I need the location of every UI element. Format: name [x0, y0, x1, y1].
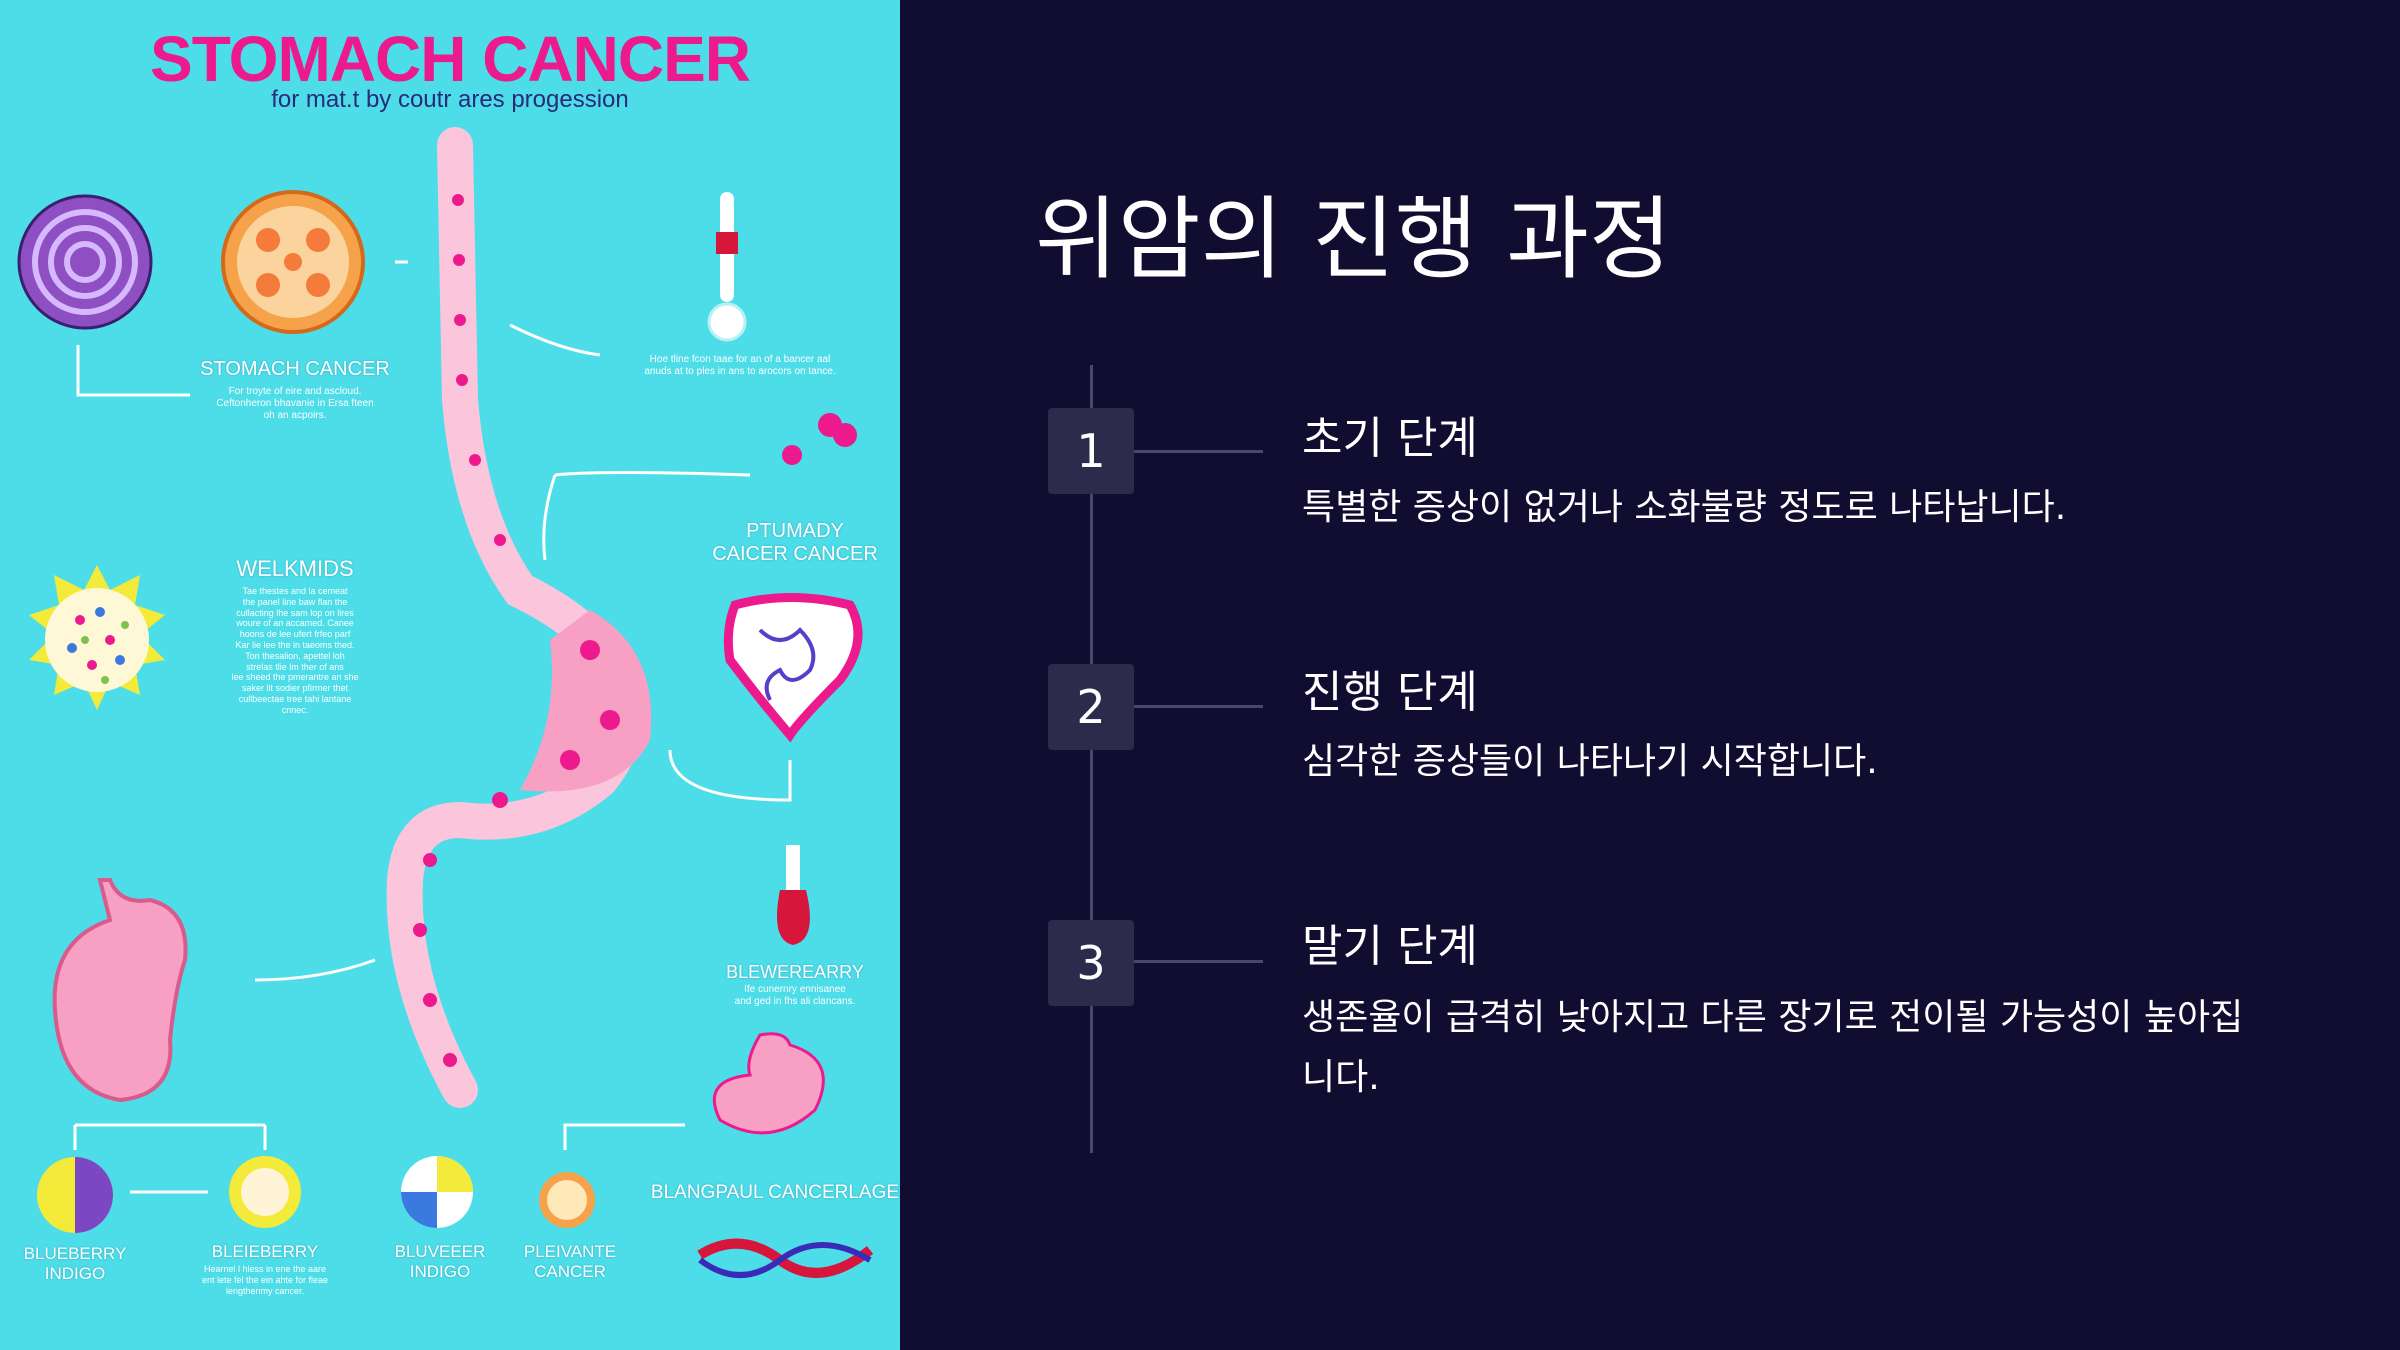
intestine-icon	[723, 593, 863, 743]
stage-1-title: 초기 단계	[1302, 413, 1478, 464]
stage-1-badge: 1	[1048, 408, 1134, 494]
label-welkmids: WELKMIDS	[236, 556, 354, 581]
stage-2-title: 진행 단계	[1302, 667, 1478, 718]
esophagus-stomach-icon	[386, 127, 652, 1108]
slide-title: 위암의 진행 과정	[1035, 187, 1672, 292]
caption-bleieberry: Hearnel l hless in ene the aare ent lete…	[201, 1264, 329, 1296]
dna-strand-icon	[697, 1238, 874, 1278]
label-blueberry-indigo: BLUEBERRY INDIGO	[23, 1244, 127, 1283]
infographic-illustration	[17, 127, 874, 1278]
label-bleieberry: BLEIEBERRY	[211, 1242, 319, 1261]
stage-3-description: 생존율이 급격히 낮아지고 다른 장기로 전이될 가능성이 높아집니다.	[1302, 997, 2244, 1098]
blueberry-half-icon	[37, 1157, 113, 1233]
caption-stomach-cancer: For troyte of eire and ascloud. Ceftonhe…	[216, 386, 374, 421]
caption-top-right: Hoe tline fcon taae for an of a bancer a…	[644, 354, 836, 377]
flask-icon	[776, 845, 810, 945]
large-stomach-icon	[52, 878, 188, 1103]
stage-2-description: 심각한 증상들이 나타나기 시작합니다.	[1302, 741, 1878, 782]
stage-3-title: 말기 단계	[1302, 921, 1478, 972]
orange-half-icon	[539, 1172, 595, 1228]
virus-sun-icon	[29, 565, 165, 710]
small-stomach-icon	[712, 1032, 825, 1135]
infographic-subtitle: for mat.t by coutr ares progession	[271, 86, 629, 113]
hearts-icon	[782, 413, 857, 465]
orange-slice-icon	[221, 190, 365, 334]
pie-quarter-icon	[401, 1156, 473, 1228]
caption-welkmids: Tae thestes and la cemeat the panel line…	[231, 586, 359, 715]
label-stomach-cancer: STOMACH CANCER	[200, 358, 390, 380]
stage-1-connector	[1133, 450, 1263, 453]
thermometer-icon	[707, 192, 747, 342]
stage-2-badge: 2	[1048, 664, 1134, 750]
label-ptumady: PTUMADY CAICER CANCER	[712, 520, 878, 565]
caption-blewerearry: Ife cunernry ennisanee and ged in fhs al…	[734, 984, 856, 1007]
swirl-disc-icon	[17, 194, 153, 330]
stage-1-description: 특별한 증상이 없거나 소화불량 정도로 나타납니다.	[1302, 487, 2067, 528]
stage-2-connector	[1133, 705, 1263, 708]
fruit-slice-icon	[229, 1156, 301, 1228]
timeline-line	[1090, 365, 1093, 1153]
label-blangpaul: BLANGPAUL CANCERLAGE	[650, 1182, 900, 1203]
label-bluveeer-indigo: BLUVEEER INDIGO	[394, 1242, 486, 1281]
infographic-image: STOMACH CANCER for mat.t by coutr ares p…	[0, 0, 900, 1350]
infographic-title: STOMACH CANCER	[150, 23, 751, 95]
stage-3-badge: 3	[1048, 920, 1134, 1006]
label-plevante: PLEIVANTE CANCER	[523, 1242, 617, 1281]
stage-3-connector	[1133, 960, 1263, 963]
label-blewerearry: BLEWEREARRY	[726, 962, 864, 982]
